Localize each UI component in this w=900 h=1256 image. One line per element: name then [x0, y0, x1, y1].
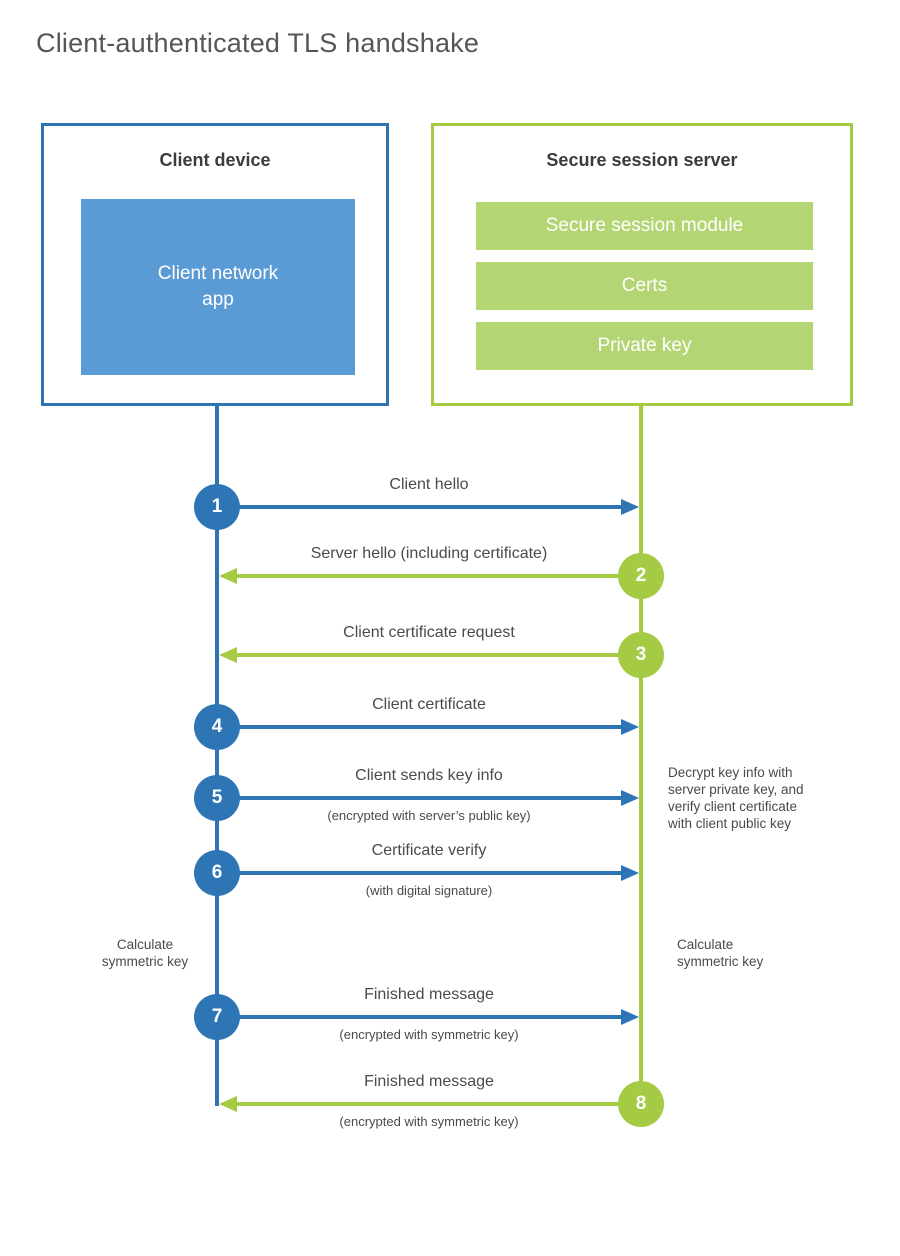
step-5-arrow-line: [217, 796, 621, 800]
step-number: 1: [211, 496, 223, 517]
step-1-number-badge: 1: [194, 484, 240, 530]
step-6-arrowhead-icon: [621, 865, 639, 881]
step-6-message-sublabel: (with digital signature): [365, 883, 493, 898]
step-8-message-label: Finished message: [364, 1073, 494, 1090]
step-5-message-sublabel: (encrypted with server’s public key): [327, 808, 531, 823]
step-5-number-badge: 5: [194, 775, 240, 821]
server-calculate-symmetric-key-note: Calculate symmetric key: [677, 937, 764, 969]
step-8-arrowhead-icon: [219, 1096, 237, 1112]
step-8-message-sublabel: (encrypted with symmetric key): [339, 1114, 519, 1129]
step-6-message-label: Certificate verify: [371, 842, 487, 859]
step-2-arrow-line: [237, 574, 641, 578]
step-4-number-badge: 4: [194, 704, 240, 750]
client-network-app-box: Client network app: [81, 199, 355, 375]
step-8-arrow-line: [237, 1102, 641, 1106]
server-module-bar-secure-session-module: Secure session module: [476, 202, 813, 250]
step-7-arrow-line: [217, 1015, 621, 1019]
server-module-bar-private-key: Private key: [476, 322, 813, 370]
step-2-number-badge: 2: [618, 553, 664, 599]
server-lifeline: [639, 403, 643, 1104]
server-module-label: Private key: [597, 335, 692, 356]
client-device-title: Client device: [159, 150, 271, 170]
step-4-arrow-line: [217, 725, 621, 729]
secure-session-server-title: Secure session server: [546, 150, 738, 170]
step-number: 3: [635, 644, 647, 665]
step-1-arrow-line: [217, 505, 621, 509]
step-number: 2: [635, 565, 647, 586]
step-number: 7: [211, 1006, 223, 1027]
step-4-message-label: Client certificate: [372, 696, 486, 713]
server-module-label: Secure session module: [545, 215, 744, 236]
step-2-message-label: Server hello (including certificate): [310, 545, 548, 562]
step-1-message-label: Client hello: [389, 476, 469, 493]
step-2-arrowhead-icon: [219, 568, 237, 584]
step-6-arrow-line: [217, 871, 621, 875]
step-number: 5: [211, 787, 223, 808]
step-8-number-badge: 8: [618, 1081, 664, 1127]
step-4-arrowhead-icon: [621, 719, 639, 735]
step-5-arrowhead-icon: [621, 790, 639, 806]
step-7-message-label: Finished message: [364, 986, 494, 1003]
step-number: 4: [211, 716, 223, 737]
server-decrypt-note: Decrypt key info with server private key…: [668, 765, 804, 831]
step-3-arrow-line: [237, 653, 641, 657]
step-number: 8: [635, 1093, 647, 1114]
secure-session-server-box: Secure session server Secure session mod…: [431, 123, 853, 406]
page-title: Client-authenticated TLS handshake: [36, 28, 480, 58]
step-1-arrowhead-icon: [621, 499, 639, 515]
step-3-number-badge: 3: [618, 632, 664, 678]
step-7-arrowhead-icon: [621, 1009, 639, 1025]
step-3-message-label: Client certificate request: [343, 624, 515, 641]
client-device-box: Client device Client network app: [41, 123, 389, 406]
client-lifeline: [215, 403, 219, 1106]
step-number: 6: [211, 862, 223, 883]
step-5-message-label: Client sends key info: [355, 767, 503, 784]
server-module-label: Certs: [621, 275, 668, 296]
client-network-app-label: Client network app: [157, 263, 279, 310]
server-module-bar-certs: Certs: [476, 262, 813, 310]
step-7-message-sublabel: (encrypted with symmetric key): [339, 1027, 519, 1042]
client-calculate-symmetric-key-note: Calculate symmetric key: [101, 937, 189, 969]
step-3-arrowhead-icon: [219, 647, 237, 663]
step-6-number-badge: 6: [194, 850, 240, 896]
step-7-number-badge: 7: [194, 994, 240, 1040]
